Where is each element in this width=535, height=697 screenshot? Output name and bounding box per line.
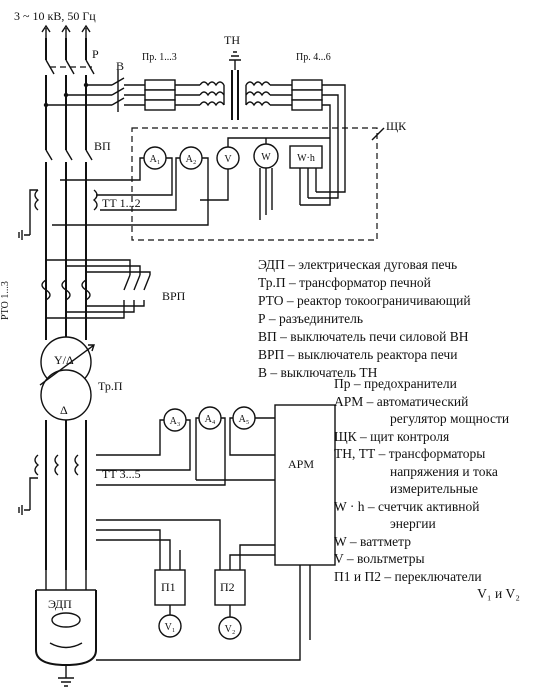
legend-item: V – вольтметры xyxy=(334,551,425,566)
legend-item: Р – разъединитель xyxy=(258,311,363,326)
legend-item: ЭДП – электрическая дуговая печь xyxy=(258,257,458,272)
meter-v2: V₂ xyxy=(218,616,242,640)
svg-text:П1: П1 xyxy=(161,580,176,594)
arc-furnace xyxy=(35,570,97,687)
legend-item: ВП – выключатель печи силовой ВН xyxy=(258,329,469,344)
current-transformers-1-2 xyxy=(18,189,98,240)
rto-label: РТО 1...3 xyxy=(0,281,11,320)
meter-w: W xyxy=(253,143,279,169)
switch-p1: П1 xyxy=(154,569,186,606)
edp-label: ЭДП xyxy=(48,597,72,611)
meter-a5: A₅ xyxy=(232,406,256,430)
shk-leader xyxy=(371,127,385,141)
arm-block xyxy=(274,404,336,566)
svg-text:W·h: W·h xyxy=(297,153,315,164)
legend-item: W – ваттметр xyxy=(334,533,411,549)
svg-text:A₂: A₂ xyxy=(186,154,197,165)
transformer-conn: Y/Δ xyxy=(54,353,74,367)
svg-text:П2: П2 xyxy=(220,580,235,594)
furnace-transformer xyxy=(39,336,95,421)
legend-item: РТО – реактор токоограничивающий xyxy=(258,293,471,308)
meter-v: V xyxy=(216,146,240,170)
legend-bottom: Пр – предохранители АРМ – автоматический… xyxy=(334,375,532,603)
legend-item: W · h – счетчик активной xyxy=(334,498,480,514)
svg-text:A₅: A₅ xyxy=(239,414,250,425)
meter-a3: A₃ xyxy=(163,408,187,432)
legend-item: энергии xyxy=(390,516,436,531)
legend-item: ТН, ТТ – трансформаторы xyxy=(334,446,486,461)
meter-v1: V₁ xyxy=(158,614,182,638)
supply-arrows xyxy=(41,24,91,38)
transformer-delta: Δ xyxy=(60,403,68,417)
reactors-rto xyxy=(41,259,151,301)
tt-3-5-label: ТТ 3...5 xyxy=(102,467,141,481)
current-transformers-3-5 xyxy=(18,454,80,515)
switch-wiring xyxy=(96,519,311,661)
svg-text:A₃: A₃ xyxy=(170,416,181,427)
svg-text:A₄: A₄ xyxy=(205,414,216,425)
svg-text:V: V xyxy=(224,154,232,165)
meter-a2: A₂ xyxy=(179,146,203,170)
legend-top: ЭДП – электрическая дуговая печь Тр.П – … xyxy=(258,256,471,382)
fuses-4-6 xyxy=(270,79,346,135)
svg-text:A₁: A₁ xyxy=(150,154,161,165)
fuses-4-6-label: Пр. 4...6 xyxy=(296,52,331,63)
legend-item: измерительные xyxy=(390,481,478,496)
meters-a-wiring xyxy=(96,417,275,486)
tn-tap-lines xyxy=(43,82,112,108)
meter-wh: W·h xyxy=(289,145,323,169)
vp-label: ВП xyxy=(94,139,111,153)
breaker-vrp xyxy=(46,274,151,319)
svg-text:W: W xyxy=(261,152,271,163)
switch-p2: П2 xyxy=(214,569,246,606)
switch-v-label: В xyxy=(116,59,124,73)
legend-item: В – выключатель ТН xyxy=(258,365,378,380)
main-phase-lines xyxy=(45,38,87,150)
legend-item: V₁ и V₂ xyxy=(477,586,520,601)
control-panel-box xyxy=(131,127,378,241)
tt-1-2-label: ТТ 1...2 xyxy=(102,196,141,210)
disconnector-p-label: Р xyxy=(92,47,99,61)
meter-a1: A₁ xyxy=(143,146,167,170)
disconnector-p xyxy=(45,59,95,75)
legend-item: П1 и П2 – переключатели xyxy=(334,568,482,584)
shk-label: ЩК xyxy=(386,119,407,133)
legend-item: напряжения и тока xyxy=(390,463,498,479)
legend-item: Тр.П – трансформатор печной xyxy=(258,275,431,290)
secondary-lines xyxy=(45,420,87,570)
vrp-label: ВРП xyxy=(162,289,186,303)
switch-v xyxy=(111,70,125,112)
fuses-1-3-label: Пр. 1...3 xyxy=(142,52,177,63)
legend-item: ЩК – щит контроля xyxy=(334,428,450,444)
legend-item: Пр – предохранители xyxy=(334,376,457,391)
tn-label: ТН xyxy=(224,33,240,47)
arm-label: АРМ xyxy=(288,457,314,471)
fuses-1-3 xyxy=(124,79,200,111)
supply-label: 3 ~ 10 кВ, 50 Гц xyxy=(14,9,96,23)
svg-text:V₁: V₁ xyxy=(165,622,176,633)
tn-transformer xyxy=(199,51,271,120)
control-panel-wiring xyxy=(52,135,346,226)
svg-text:V₂: V₂ xyxy=(225,624,236,635)
legend-item: регулятор мощности xyxy=(390,411,510,426)
legend-item: АРМ – автоматический xyxy=(334,393,469,409)
legend-item: ВРП – выключатель реактора печи xyxy=(258,347,458,362)
meter-a4: A₄ xyxy=(198,406,222,430)
breaker-vp xyxy=(45,149,93,340)
trp-label: Тр.П xyxy=(98,379,123,393)
